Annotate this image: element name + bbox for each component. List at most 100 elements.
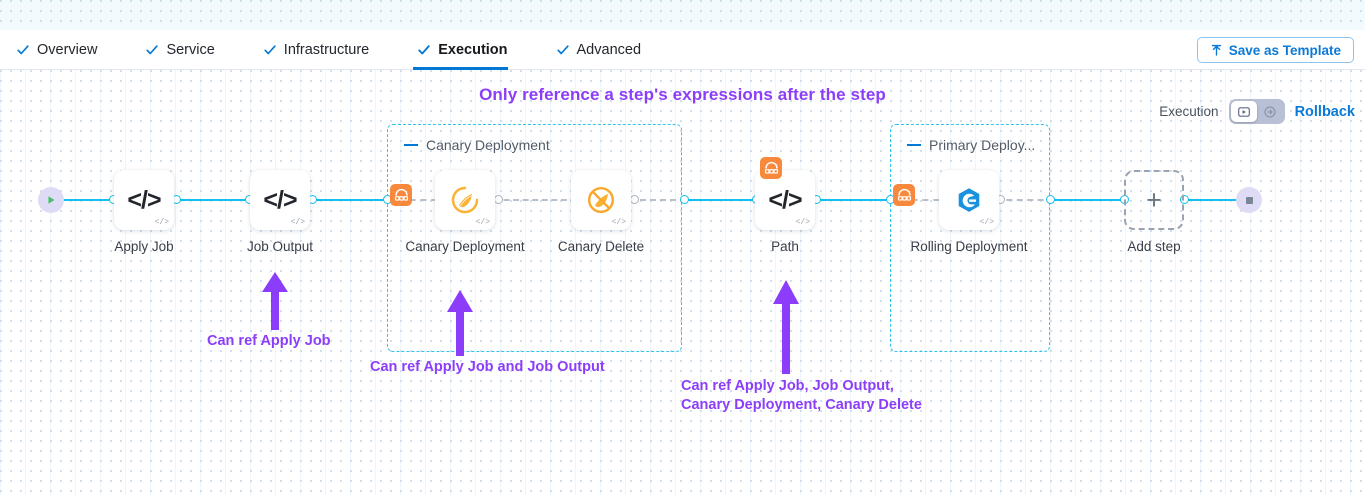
step-label: Canary Delete (557, 239, 645, 254)
annotation-text: Can ref Apply Job and Job Output (370, 359, 605, 375)
tab-overview[interactable]: Overview (12, 30, 119, 70)
group-title-row: Canary Deployment (404, 137, 550, 153)
check-icon (418, 45, 430, 55)
tab-label: Overview (37, 42, 98, 58)
link-canarydeployment-canarydelete (494, 199, 586, 201)
link-start-applyjob (62, 199, 120, 201)
step-node-canary-deployment[interactable]: </> Canary Deployment (405, 170, 525, 254)
top-strip (0, 0, 1365, 30)
tab-service[interactable]: Service (141, 30, 236, 70)
group-badge-canary-deployment[interactable] (390, 184, 412, 206)
stop-square-icon (1245, 196, 1253, 204)
rollback-arrow-circle-icon (1264, 105, 1276, 118)
check-icon (17, 45, 29, 55)
group-primary-deployment[interactable]: Primary Deploy... (890, 124, 1050, 352)
connector-dot[interactable] (1180, 195, 1189, 204)
execution-rollback-toggle[interactable] (1228, 99, 1285, 124)
rollback-link[interactable]: Rollback (1294, 103, 1355, 120)
link-addstep-end (1180, 199, 1242, 201)
step-group-icon (394, 188, 408, 201)
save-as-template-button[interactable]: Save as Template (1196, 37, 1354, 63)
execution-label: Execution (1159, 104, 1219, 119)
step-label: Apply Job (114, 239, 174, 254)
step-card[interactable]: </> </> (755, 170, 815, 230)
code-icon: </> (768, 185, 802, 214)
code-mini-icon: </> (979, 218, 994, 227)
link-path-primarygroup (812, 199, 894, 201)
connector-dot[interactable] (1046, 195, 1055, 204)
execution-toggle-button[interactable] (1230, 101, 1257, 122)
code-mini-icon: </> (795, 218, 810, 227)
step-label: Canary Deployment (405, 239, 525, 254)
collapse-dash-icon[interactable] (907, 143, 921, 147)
step-node-apply-job[interactable]: </> </> Apply Job (114, 170, 174, 254)
tab-label: Infrastructure (283, 42, 370, 58)
code-mini-icon: </> (475, 218, 490, 227)
end-node[interactable] (1236, 187, 1262, 213)
add-step-button[interactable]: + (1124, 170, 1184, 230)
step-card[interactable]: </> (939, 170, 999, 230)
code-mini-icon: </> (154, 218, 169, 227)
step-node-canary-delete[interactable]: </> Canary Delete (558, 170, 644, 254)
step-label: Rolling Deployment (910, 239, 1028, 254)
check-icon (264, 45, 276, 55)
tab-execution[interactable]: Execution (413, 30, 529, 70)
tab-label: Service (166, 42, 215, 58)
connector-dot[interactable] (630, 195, 639, 204)
link-rolling-groupend (996, 199, 1054, 201)
annotation-text: Can ref Apply Job, Job Output, Canary De… (681, 378, 922, 413)
check-icon (146, 45, 159, 55)
code-mini-icon: </> (611, 218, 626, 227)
tab-list: Overview Service Infrastructure Executio… (12, 30, 685, 70)
save-as-template-label: Save as Template (1228, 42, 1341, 58)
step-card[interactable]: </> </> (114, 170, 174, 230)
group-badge-primary-deployment[interactable] (893, 184, 915, 206)
rollback-toggle-button[interactable] (1257, 101, 1283, 122)
step-label: Path (771, 239, 799, 254)
link-group-canarydeployment (388, 199, 448, 201)
tab-infrastructure[interactable]: Infrastructure (259, 30, 391, 70)
annotation-text: Can ref Apply Job (207, 333, 331, 349)
collapse-dash-icon[interactable] (404, 143, 418, 147)
step-node-path[interactable]: </> </> Path (755, 170, 815, 254)
canary-delete-icon (587, 186, 615, 214)
group-title: Canary Deployment (426, 137, 550, 153)
play-icon (48, 196, 55, 204)
group-canary-deployment[interactable]: Canary Deployment (387, 124, 682, 352)
check-icon (556, 45, 569, 55)
tab-advanced[interactable]: Advanced (552, 30, 664, 70)
link-canarydelete-groupend (630, 199, 686, 201)
connector-dot[interactable] (680, 195, 689, 204)
group-title-row: Primary Deploy... (907, 137, 1035, 153)
link-primarygroup-rolling (890, 199, 950, 201)
step-card[interactable]: </> (435, 170, 495, 230)
execution-play-box-icon (1237, 106, 1250, 117)
start-node[interactable] (38, 187, 64, 213)
tab-label: Advanced (576, 42, 642, 58)
annotation-apply-job: Can ref Apply Job (207, 270, 331, 349)
step-node-rolling-deployment[interactable]: </> Rolling Deployment (910, 170, 1028, 254)
connector-dot[interactable] (494, 195, 503, 204)
annotation-canary-deployment: Can ref Apply Job and Job Output (370, 288, 605, 375)
link-applyjob-joboutput (172, 199, 258, 201)
link-primarygroup-addstep (1049, 199, 1127, 201)
step-node-job-output[interactable]: </> </> Job Output (247, 170, 313, 254)
rolling-deployment-icon (958, 188, 980, 212)
step-badge-path[interactable] (760, 157, 782, 179)
up-arrow-icon (773, 280, 799, 374)
add-step-label: Add step (1127, 239, 1181, 254)
step-label: Job Output (246, 239, 314, 254)
step-card[interactable]: </> </> (250, 170, 310, 230)
code-mini-icon: </> (290, 218, 305, 227)
step-group-icon (897, 188, 911, 201)
plus-icon: + (1146, 184, 1162, 215)
page-headline: Only reference a step's expressions afte… (479, 85, 886, 104)
pipeline-graph: Canary Deployment Primary Deploy... (0, 70, 1365, 495)
annotation-path: Can ref Apply Job, Job Output, Canary De… (681, 278, 922, 413)
upload-icon (1211, 44, 1221, 56)
up-arrow-icon (447, 290, 473, 356)
link-joboutput-group (308, 199, 394, 201)
step-card[interactable]: </> (571, 170, 631, 230)
execution-rollback-control: Execution Rollback (1159, 99, 1355, 124)
